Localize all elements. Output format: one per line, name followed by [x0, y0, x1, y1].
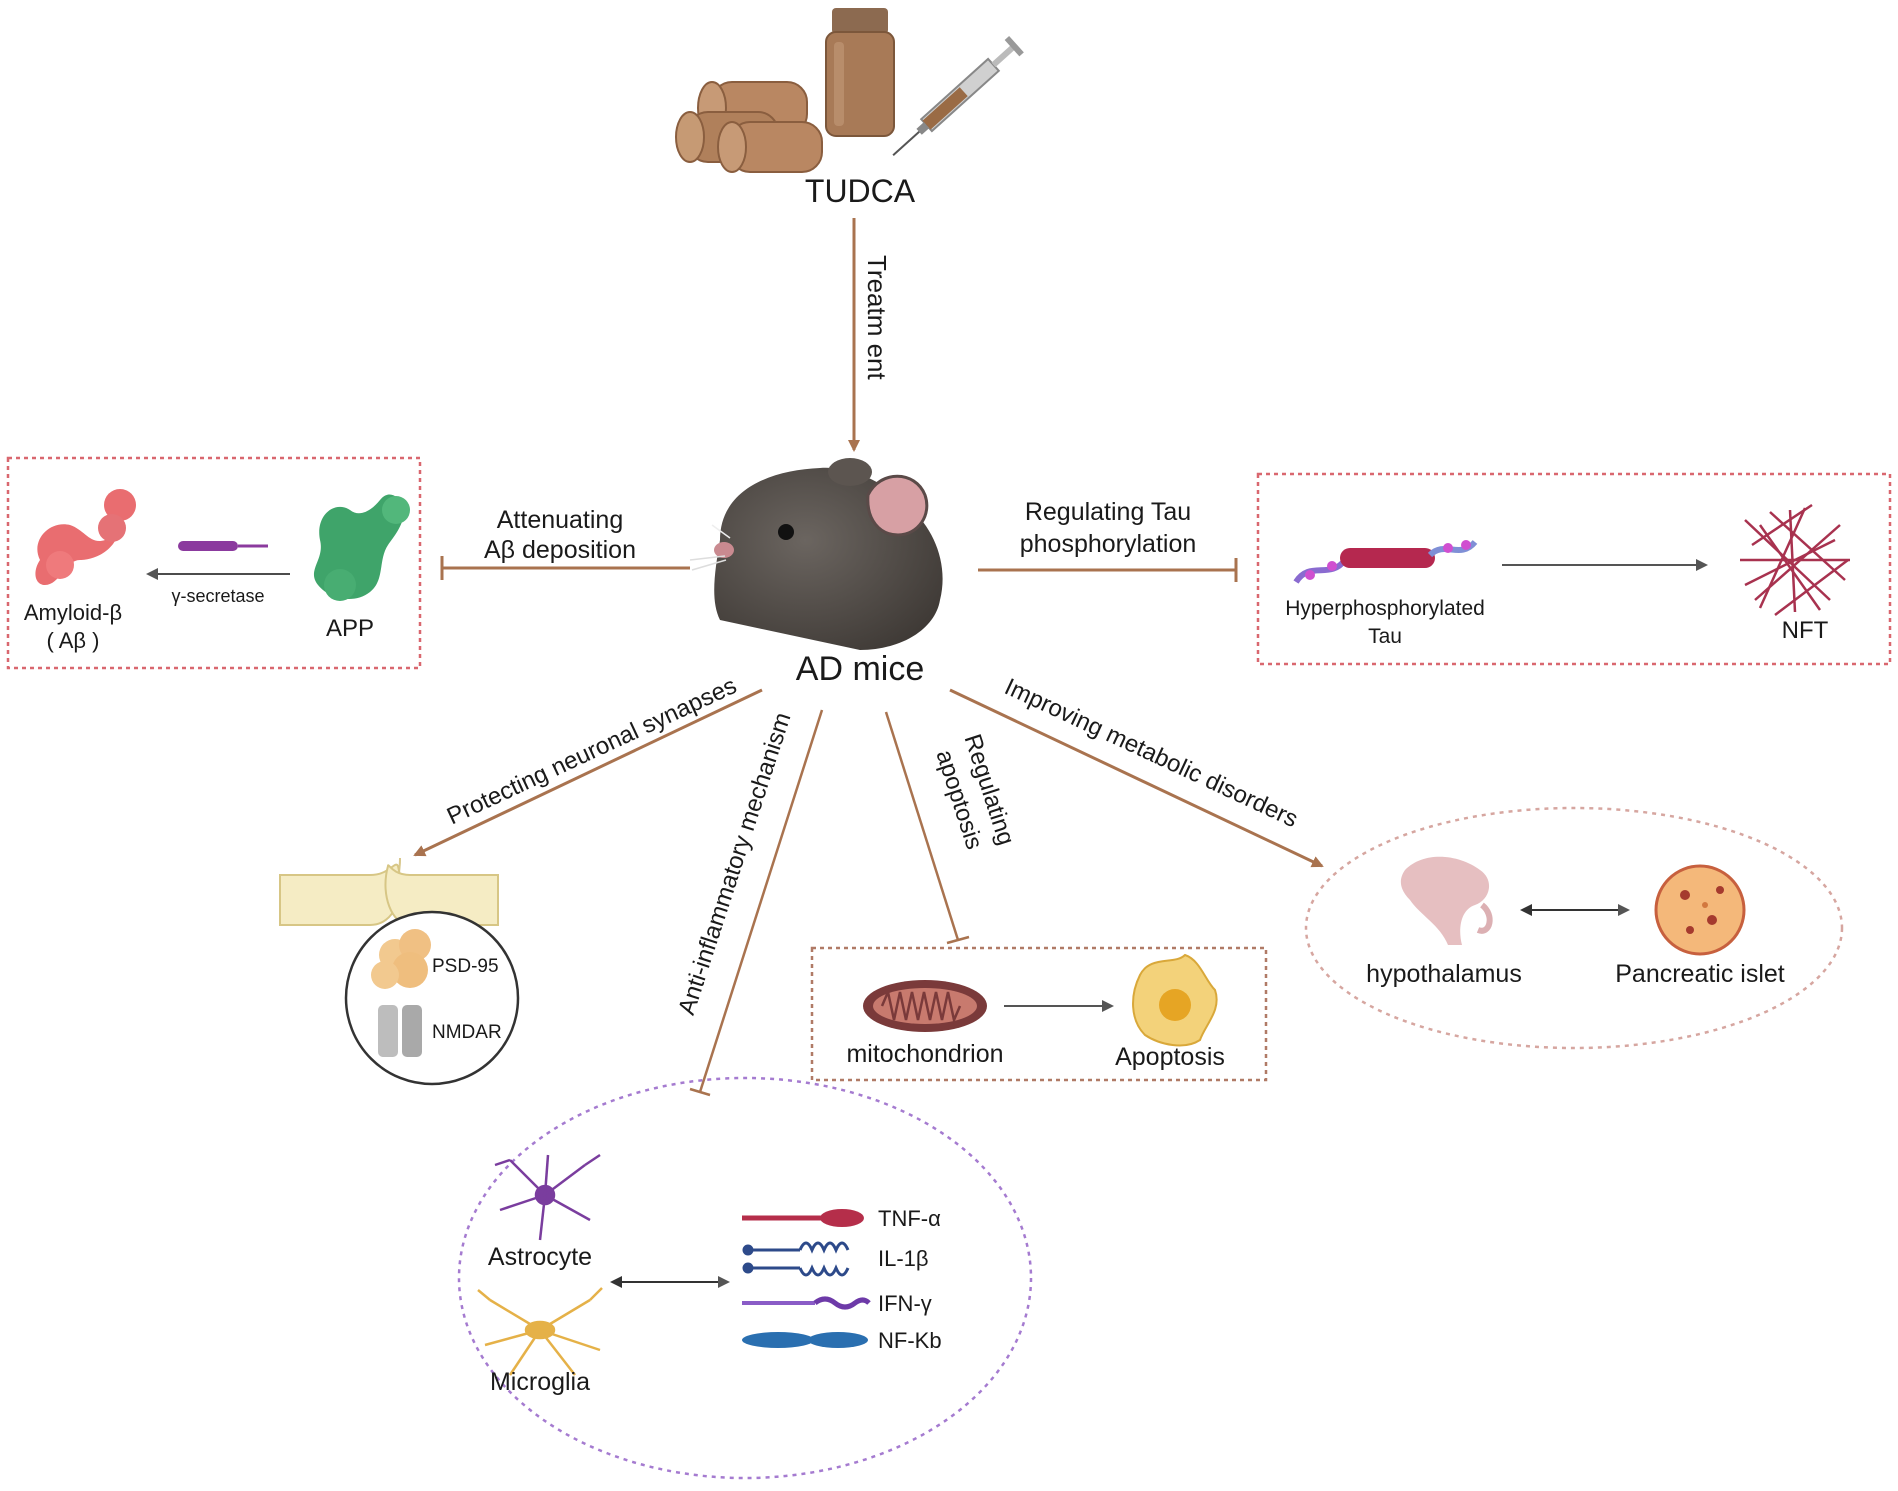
synapse-arrow: [413, 688, 763, 857]
metabolic-arrow: [949, 688, 1324, 868]
tnf-icon: [742, 1209, 864, 1227]
tablet-icon: [675, 81, 823, 173]
pancreatic-islet-icon: [1654, 864, 1746, 956]
inflammation-circle: [457, 1076, 1033, 1480]
apoptosis-box: [810, 946, 1268, 1082]
synapse-circle: [344, 910, 520, 1086]
nft-icon: [1740, 503, 1850, 616]
nfkb-icon: [742, 1332, 868, 1348]
mitochondrion-label: mitochondrion: [846, 1040, 1003, 1068]
cytokine-tnf: TNF-α: [878, 1206, 941, 1231]
psd95-label: PSD-95: [432, 956, 499, 977]
nmdar-icon: [378, 1005, 422, 1057]
amyloid-box: [6, 456, 422, 670]
inflammation-inhibit-line: [698, 709, 824, 1093]
gamma-secretase-label: γ-secretase: [171, 586, 264, 606]
apoptosis-label: Apoptosis: [1115, 1043, 1225, 1071]
nmdar-label: NMDAR: [432, 1022, 502, 1043]
cytokine-il1b: IL-1β: [878, 1246, 929, 1271]
tau-pathway-line2: phosphorylation: [1020, 530, 1197, 558]
metabolic-pathway: Improving metabolic disorders: [1000, 673, 1302, 833]
hyper-tau-line1: Hyperphosphorylated: [1285, 597, 1485, 620]
inflammation-pathway: Anti-inflammatory mechanism: [673, 709, 796, 1018]
mouse-icon: [689, 458, 943, 650]
metabolic-ellipse: [1304, 806, 1844, 1050]
mitochondrion-icon: [863, 980, 987, 1032]
cytokine-nfkb: NF-Kb: [878, 1328, 942, 1353]
hypothalamus-label: hypothalamus: [1366, 960, 1522, 988]
cytokine-ifn: IFN-γ: [878, 1291, 932, 1316]
syringe-icon: [892, 35, 1024, 156]
hypothalamus-icon: [1400, 856, 1493, 945]
app-icon: [313, 494, 410, 601]
astrocyte-label: Astrocyte: [488, 1243, 592, 1271]
apoptosis-inhibit-line: [884, 711, 960, 941]
amyloid-pathway-line1: Attenuating: [497, 506, 624, 534]
il1b-icon: [742, 1241, 850, 1277]
microglia-label: Microglia: [490, 1368, 590, 1396]
amyloid-product-abbr: ( Aβ ): [47, 628, 100, 653]
bottle-icon: [825, 8, 895, 137]
tau-box: [1256, 472, 1892, 666]
synapse-pathway: Protecting neuronal synapses: [443, 672, 741, 830]
astrocyte-icon: [494, 1153, 601, 1241]
synapse-icon: [279, 857, 499, 926]
tudca-drug-icon: [675, 8, 1024, 173]
amyloid-pathway-line2: Aβ deposition: [484, 536, 636, 564]
ifn-icon: [742, 1296, 871, 1310]
apoptotic-cell-icon: [1132, 953, 1218, 1047]
center-label: AD mice: [796, 650, 924, 688]
microglia-icon: [477, 1287, 603, 1376]
tudca-label: TUDCA: [805, 173, 916, 209]
amyloid-beta-icon: [35, 489, 136, 585]
amyloid-product: Amyloid-β: [24, 600, 122, 625]
inflammation-inhibit-bar: [689, 1087, 711, 1097]
apoptosis-inhibit-bar: [946, 935, 970, 945]
gamma-secretase-icon: [178, 541, 268, 551]
tau-pathway-line1: Regulating Tau: [1025, 498, 1191, 526]
psd95-icon: [371, 929, 431, 989]
nft-label: NFT: [1782, 617, 1829, 644]
app-label: APP: [326, 615, 374, 642]
treatment-label: Treatm ent: [862, 255, 892, 381]
hyper-tau-line2: Tau: [1368, 625, 1402, 648]
tau-protein-icon: [1293, 539, 1478, 584]
pancreatic-islet-label: Pancreatic islet: [1615, 960, 1785, 988]
